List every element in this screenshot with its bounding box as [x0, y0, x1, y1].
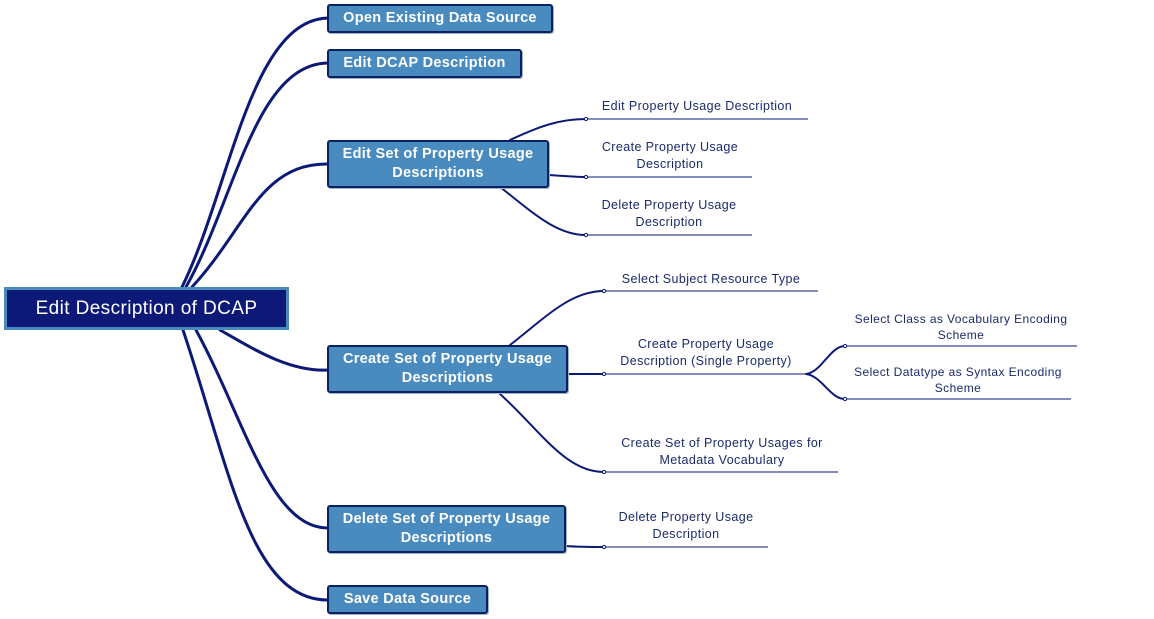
edit-dcap-description-label: Edit DCAP Description: [343, 55, 506, 71]
leaf-create-property-usage-description-single[interactable]: Create Property Usage Description (Singl…: [604, 336, 808, 370]
root-node-label: Edit Description of DCAP: [35, 297, 258, 319]
edit-set-of-property-usage-descriptions-node[interactable]: Edit Set of Property Usage Descriptions: [327, 140, 549, 188]
leaf-create-pu-single-line2: Description (Single Property): [620, 354, 792, 368]
leaf-select-subject-resource-type[interactable]: Select Subject Resource Type: [604, 271, 818, 288]
edit-set-label-line2: Descriptions: [392, 165, 484, 181]
connector-select-class: [805, 345, 846, 375]
leaf-create-pu-desc-line1: Create Property Usage: [601, 140, 739, 154]
leaf-select-datatype-as-syntax-encoding-scheme[interactable]: Select Datatype as Syntax Encoding Schem…: [845, 364, 1071, 396]
leaf-create-pu-single-line1: Create Property Usage: [637, 337, 775, 351]
connector-edit-pu-desc: [509, 118, 587, 141]
leaf-create-property-usage-description[interactable]: Create Property Usage Description: [586, 139, 754, 173]
save-data-source-node[interactable]: Save Data Source: [327, 585, 488, 614]
leaf-edit-pu-desc-line1: Edit Property Usage Description: [601, 99, 793, 113]
leaf-select-class-as-vocabulary-encoding-scheme[interactable]: Select Class as Vocabulary Encoding Sche…: [845, 311, 1077, 343]
leaf-select-subject-line1: Select Subject Resource Type: [621, 272, 801, 286]
leaf-delete-pu-desc-line1: Delete Property Usage: [601, 198, 737, 212]
connector-open-source: [180, 16, 330, 289]
leaf-select-datatype-line2: Scheme: [934, 381, 982, 395]
create-set-of-property-usage-descriptions-node[interactable]: Create Set of Property Usage Description…: [327, 345, 568, 393]
connector-create-set-vocab: [499, 393, 605, 473]
connector-delete-pu-desc: [499, 186, 587, 236]
connector-save-source: [181, 328, 330, 602]
leaf-select-datatype-line1: Select Datatype as Syntax Encoding: [854, 365, 1062, 379]
connector-delete-pu-desc-2: [564, 545, 605, 548]
create-set-label-line1: Create Set of Property Usage: [342, 351, 553, 367]
create-set-label-line2: Descriptions: [401, 370, 494, 386]
leaf-delete-property-usage-description-2[interactable]: Delete Property Usage Description: [604, 509, 768, 543]
connector-create-pu-desc: [547, 174, 587, 178]
leaf-create-set-of-property-usages-for-metadata-vocabulary[interactable]: Create Set of Property Usages for Metada…: [604, 435, 840, 469]
leaf-edit-property-usage-description[interactable]: Edit Property Usage Description: [586, 98, 808, 115]
delete-set-label-line2: Descriptions: [400, 530, 493, 546]
edit-set-label-line1: Edit Set of Property Usage: [342, 146, 534, 162]
leaf-delete-pu-desc-2-line2: Description: [652, 527, 720, 541]
save-data-source-label: Save Data Source: [343, 591, 472, 607]
leaf-select-class-line2: Scheme: [937, 328, 985, 342]
leaf-delete-property-usage-description[interactable]: Delete Property Usage Description: [586, 197, 752, 231]
open-existing-data-source-label: Open Existing Data Source: [343, 10, 537, 26]
delete-set-label-line1: Delete Set of Property Usage: [342, 511, 551, 527]
leaf-create-set-vocab-line1: Create Set of Property Usages for: [621, 436, 823, 450]
connector-select-subject: [509, 290, 605, 346]
connector-select-datatype: [805, 373, 846, 400]
connector-delete-set: [194, 328, 330, 530]
leaf-create-pu-desc-line2: Description: [636, 157, 704, 171]
leaf-delete-pu-desc-line2: Description: [635, 215, 703, 229]
delete-set-of-property-usage-descriptions-node[interactable]: Delete Set of Property Usage Description…: [327, 505, 566, 553]
edit-dcap-description-node[interactable]: Edit DCAP Description: [327, 49, 522, 78]
leaf-delete-pu-desc-2-line1: Delete Property Usage: [618, 510, 754, 524]
connector-edit-set: [190, 162, 330, 289]
root-node[interactable]: Edit Description of DCAP: [4, 287, 289, 330]
leaf-create-set-vocab-line2: Metadata Vocabulary: [659, 453, 785, 467]
leaf-select-class-line1: Select Class as Vocabulary Encoding: [854, 312, 1068, 326]
connector-edit-dcap: [184, 61, 330, 289]
open-existing-data-source-node[interactable]: Open Existing Data Source: [327, 4, 553, 33]
connector-create-set: [218, 328, 330, 372]
